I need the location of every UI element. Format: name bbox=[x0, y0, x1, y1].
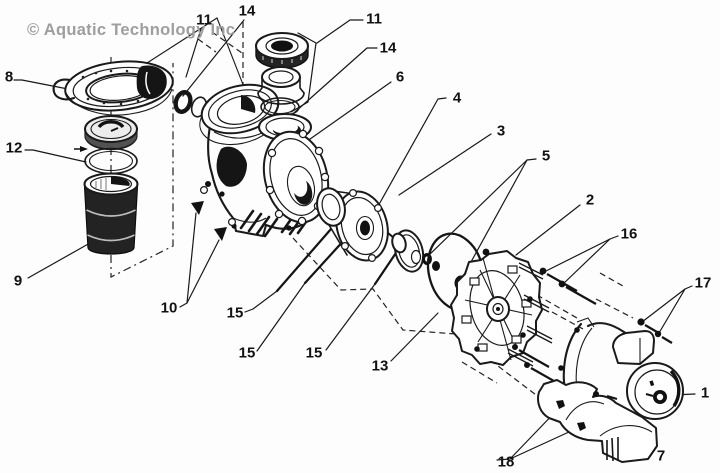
callout-9: 9 bbox=[13, 272, 23, 290]
callout-18: 18 bbox=[497, 453, 515, 471]
callout-11-b: 11 bbox=[366, 10, 382, 28]
trap-lid-illustration bbox=[84, 115, 138, 151]
seal-plate-illustration bbox=[450, 248, 553, 367]
callout-14-a: 14 bbox=[238, 2, 256, 20]
callout-12: 12 bbox=[5, 139, 23, 157]
callout-13: 13 bbox=[371, 357, 389, 375]
trap-lid-clamp-illustration bbox=[52, 60, 174, 116]
motor-base-illustration bbox=[537, 379, 658, 463]
callout-15-b: 15 bbox=[238, 344, 256, 362]
callout-7: 7 bbox=[656, 447, 666, 465]
callout-10: 10 bbox=[160, 299, 178, 317]
placement-arrow-icon bbox=[74, 146, 88, 152]
cover-screws-illustration bbox=[637, 318, 673, 344]
callout-2: 2 bbox=[585, 191, 595, 209]
callout-8: 8 bbox=[4, 68, 14, 86]
motor-bolts-illustration bbox=[512, 267, 597, 386]
callout-6: 6 bbox=[395, 68, 405, 86]
callout-3: 3 bbox=[496, 122, 506, 140]
motor-illustration bbox=[558, 317, 684, 440]
callout-17: 17 bbox=[694, 274, 712, 292]
impeller-and-seal-illustration bbox=[387, 229, 440, 273]
diffuser-illustration bbox=[316, 187, 389, 263]
drain-plugs-illustration bbox=[191, 186, 237, 241]
callout-11-a: 11 bbox=[196, 11, 212, 29]
callout-4: 4 bbox=[452, 89, 462, 107]
callout-5: 5 bbox=[541, 147, 551, 165]
callout-1: 1 bbox=[700, 384, 710, 402]
watermark-text: © Aquatic Technology Inc bbox=[27, 21, 236, 39]
volute-cover-flange-illustration bbox=[262, 129, 330, 226]
strainer-basket-illustration bbox=[83, 172, 139, 255]
callout-16: 16 bbox=[620, 225, 638, 243]
callout-14-b: 14 bbox=[379, 39, 397, 57]
callout-15-c: 15 bbox=[305, 344, 323, 362]
callout-15-a: 15 bbox=[226, 304, 244, 322]
